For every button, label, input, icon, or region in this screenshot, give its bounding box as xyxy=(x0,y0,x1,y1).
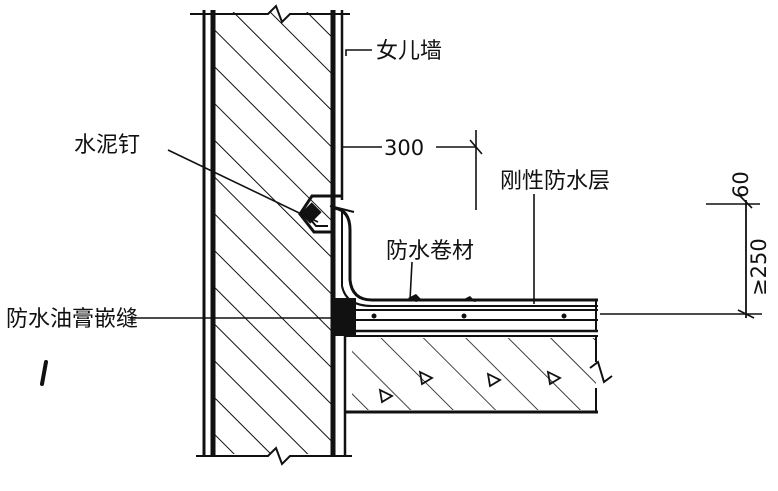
membrane-groove xyxy=(298,194,342,246)
height-dimension xyxy=(600,195,762,319)
label-rigid-layer: 刚性防水层 xyxy=(500,169,610,194)
sealant-joint xyxy=(334,298,356,336)
parapet-wall xyxy=(190,4,352,466)
stray-mark xyxy=(40,360,48,386)
dim-60-label: 60 xyxy=(729,171,753,198)
label-sealant: 防水油膏嵌缝 xyxy=(6,307,138,332)
label-membrane: 防水卷材 xyxy=(386,239,474,264)
label-cement-nail: 水泥钉 xyxy=(74,133,140,158)
rigid-waterproof-layer xyxy=(345,294,598,333)
roof-slab xyxy=(344,335,613,420)
label-parapet: 女儿墙 xyxy=(376,39,442,64)
dim-300-label: 300 xyxy=(384,136,424,160)
leader-lines xyxy=(130,49,535,319)
dimension-300 xyxy=(343,130,483,210)
dim-250-label: ≥250 xyxy=(747,238,771,296)
